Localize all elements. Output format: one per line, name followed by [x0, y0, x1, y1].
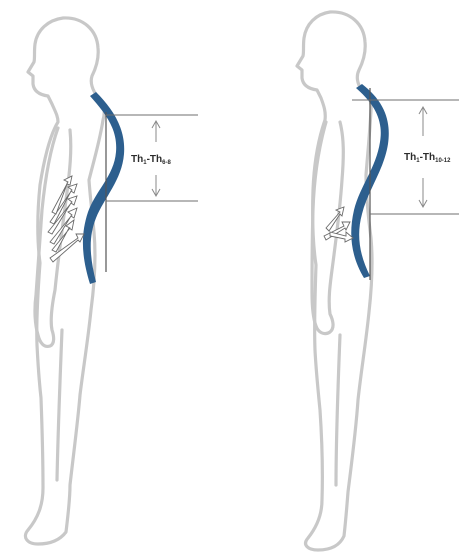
right-leg-outline: [336, 335, 340, 485]
right-range-label: Th1-Th10-12: [404, 152, 451, 164]
left-leg-outline: [57, 330, 62, 480]
right-figure: Th1-Th10-12: [297, 12, 459, 550]
left-range-label: Th1-Th6-8: [131, 154, 171, 166]
left-figure: Th1-Th6-8: [25, 18, 198, 544]
push-arrow-icon: [330, 232, 353, 242]
left-arm-outline: [35, 128, 71, 346]
